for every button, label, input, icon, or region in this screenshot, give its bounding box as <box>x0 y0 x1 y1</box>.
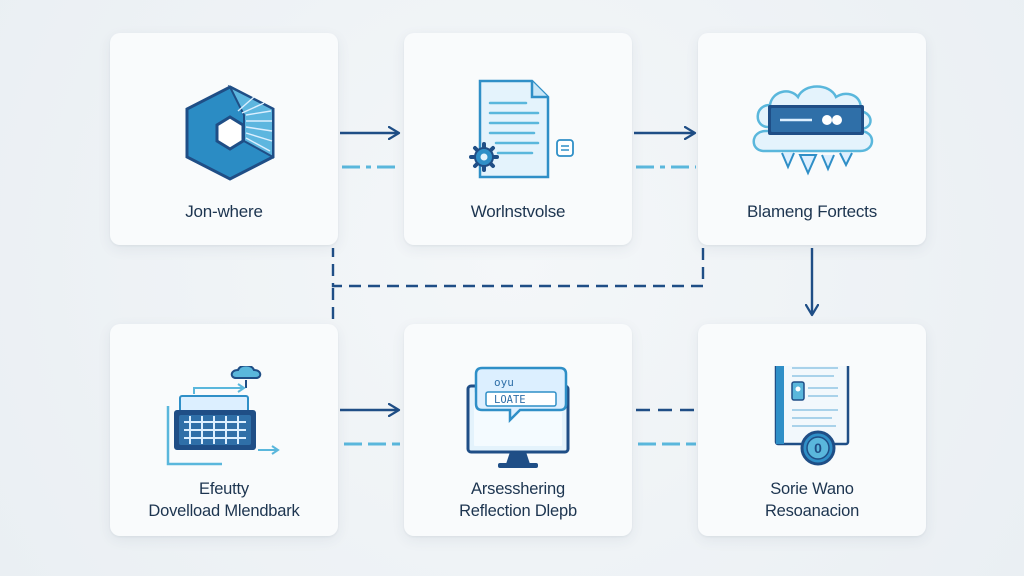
node-card-blameng-fortects: Blameng Fortects <box>698 33 926 245</box>
node-card-worlnstvolse: Worlnstvolse <box>404 33 632 245</box>
server-rack-icon <box>166 366 280 466</box>
node-label-line: Reflection Dlepb <box>459 502 577 520</box>
node-label: Arsesshering Reflection Dlepb <box>404 478 632 522</box>
node-label-line: Worlnstvolse <box>470 202 566 221</box>
node-label-line: Blameng Fortects <box>746 202 878 221</box>
hexagon-cube-icon <box>185 84 275 181</box>
node-label: Efeutty Dovelload Mlendbark <box>110 478 338 522</box>
monitor-text-line1: oyu <box>494 376 514 389</box>
node-label: Jon-where <box>110 201 338 223</box>
node-label: Worlnstvolse <box>404 201 632 223</box>
node-label-line: Jon-where <box>185 202 263 221</box>
dashed-feedback-loop <box>331 248 705 288</box>
cloud-server-icon <box>752 85 874 176</box>
badge-number: 0 <box>814 440 822 456</box>
node-label: Blameng Fortects <box>698 201 926 223</box>
document-gear-icon <box>469 79 574 179</box>
node-label-line: Sorie Wano <box>770 480 854 498</box>
node-card-sorie-wano: 0 Sorie Wano Resoanacion <box>698 324 926 536</box>
monitor-chat-icon: oyu LOATE <box>466 366 570 468</box>
node-label-line: Efeutty <box>199 480 249 498</box>
node-label-line: Arsesshering <box>471 480 565 498</box>
node-card-jon-where: Jon-where <box>110 33 338 245</box>
node-card-efeutty: Efeutty Dovelload Mlendbark <box>110 324 338 536</box>
node-label: Sorie Wano Resoanacion <box>698 478 926 522</box>
document-badge-icon: 0 <box>774 366 850 466</box>
node-label-line: Resoanacion <box>764 502 860 520</box>
monitor-text-line2: LOATE <box>494 394 526 406</box>
node-card-arsesshering: oyu LOATE Arsesshering Reflection Dlepb <box>404 324 632 536</box>
node-label-line: Dovelload Mlendbark <box>148 502 300 520</box>
